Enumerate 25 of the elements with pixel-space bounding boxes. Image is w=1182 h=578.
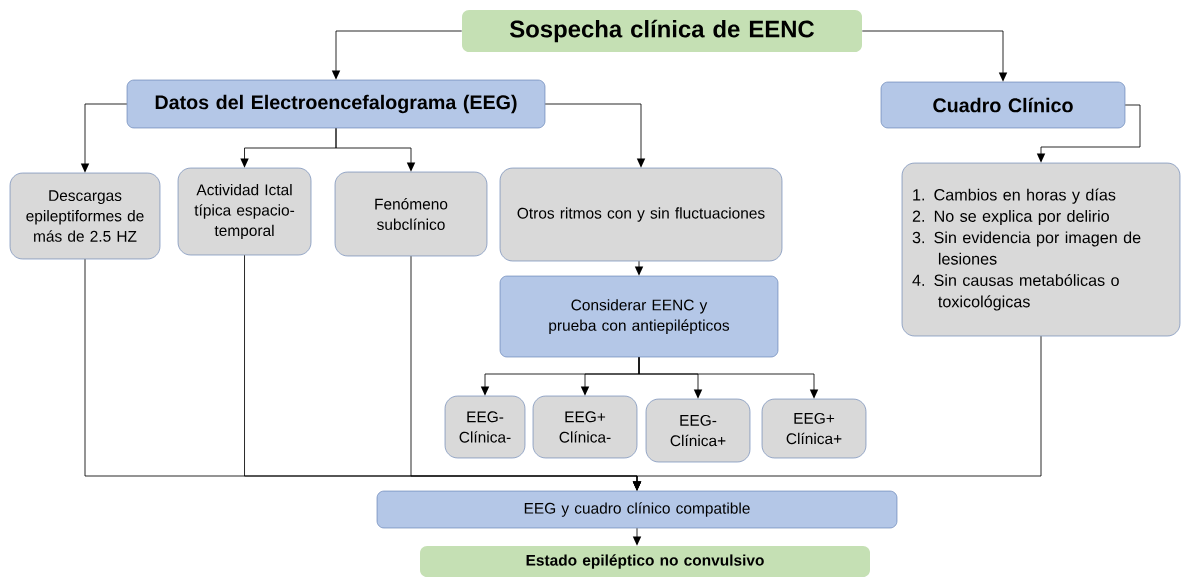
- arrow: [632, 527, 642, 546]
- arrow: [638, 356, 819, 399]
- arrow: [1036, 104, 1141, 163]
- result-box: EEG+ Clínica+: [761, 398, 867, 459]
- heading-box: Cuadro Clínico: [880, 81, 1126, 129]
- process-box: Fenómeno subclínico: [334, 171, 488, 257]
- criteria-box: 1. Cambios en horas y días 2. No se explica por delirio 3. Sin evidencia por imagen de lesiones 4. Sin causas metabólicas o toxicológicas: [901, 162, 1181, 337]
- result-box: EEG- Clínica+: [645, 398, 751, 463]
- process-box: EEG y cuadro clínico compatible: [376, 490, 898, 529]
- arrow: [861, 30, 1008, 82]
- process-box: Actividad Ictal típica espacio-temporal: [177, 167, 312, 256]
- process-box: Considerar EENC y prueba con antiepilépticos: [499, 275, 779, 358]
- process-box: Descargas epileptiformes de más de 2.5 HZ: [9, 172, 161, 260]
- arrow: [544, 103, 646, 168]
- heading-box: Datos del Electroencefalograma (EEG): [126, 79, 546, 129]
- arrow: [80, 103, 128, 173]
- arrow: [632, 335, 1042, 491]
- process-box: Otros ritmos con y sin fluctuaciones: [499, 167, 783, 262]
- result-box: EEG+ Clínica-: [532, 395, 638, 459]
- result-box: Estado epiléptico no convulsivo: [420, 546, 870, 578]
- arrow: [335, 127, 416, 172]
- title-box: Sospecha clínica de EENC: [462, 10, 862, 52]
- arrow: [634, 260, 644, 276]
- result-box: EEG- Clínica-: [444, 395, 526, 459]
- arrow: [331, 30, 463, 80]
